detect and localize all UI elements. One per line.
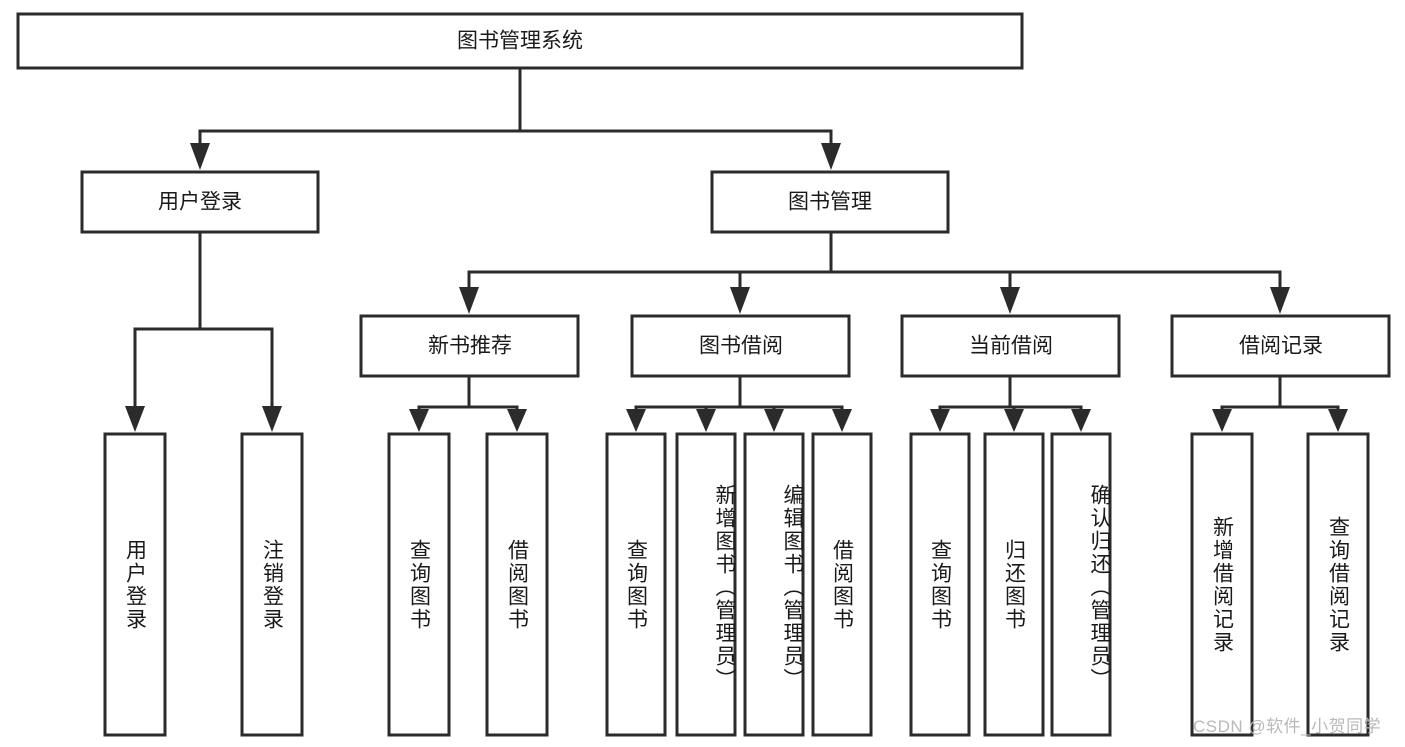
node-borrow-record[interactable]: 借阅记录	[1170, 314, 1391, 378]
arrow-head-leaf-borrow-book-1	[507, 409, 527, 432]
node-current-borrow-label: 当前借阅	[969, 335, 1053, 358]
node-current-borrow[interactable]: 当前借阅	[900, 314, 1121, 378]
node-book-manage-label: 图书管理	[788, 191, 872, 214]
node-leaf-user-login-box[interactable]	[103, 432, 167, 737]
arrow-head-leaf-query-book-1	[409, 409, 429, 432]
node-leaf-add-book-box[interactable]	[675, 432, 737, 737]
node-new-book-recommend[interactable]: 新书推荐	[359, 314, 580, 378]
node-leaf-borrow-book-2-box[interactable]	[811, 432, 873, 737]
arrow-head-leaf-user-login	[125, 406, 145, 432]
node-leaf-return-book-box[interactable]	[983, 432, 1045, 737]
node-borrow-record-box[interactable]	[1170, 314, 1391, 378]
node-current-borrow-box[interactable]	[900, 314, 1121, 378]
csdn-watermark: CSDN @软件_小贺同学	[1193, 717, 1382, 736]
arrow-head-book-manage	[821, 143, 841, 170]
node-leaf-query-book-2-box[interactable]	[605, 432, 667, 737]
node-book-borrow-label: 图书借阅	[699, 335, 783, 358]
node-leaf-query-book-3-box[interactable]	[909, 432, 971, 737]
node-user-login[interactable]: 用户登录	[80, 170, 320, 234]
node-root-box[interactable]	[16, 12, 1024, 70]
node-book-borrow[interactable]: 图书借阅	[630, 314, 851, 378]
node-leaf-query-record-box[interactable]	[1306, 432, 1370, 737]
node-book-borrow-box[interactable]	[630, 314, 851, 378]
node-root[interactable]: 图书管理系统	[16, 12, 1024, 70]
arrow-head-leaf-add-book	[696, 409, 716, 432]
arrow-head-leaf-query-book-2	[626, 409, 646, 432]
arrow-head-leaf-add-record	[1212, 409, 1232, 432]
node-user-login-box[interactable]	[80, 170, 320, 234]
arrow-head-new-book-recommend	[459, 287, 479, 314]
node-leaf-user-logout-box[interactable]	[240, 432, 304, 737]
node-leaf-add-record-box[interactable]	[1190, 432, 1254, 737]
node-user-login-label: 用户登录	[158, 191, 242, 214]
arrow-head-leaf-query-record	[1328, 409, 1348, 432]
node-book-manage[interactable]: 图书管理	[710, 170, 950, 234]
arrow-head-current-borrow	[1000, 287, 1020, 314]
node-borrow-record-label: 借阅记录	[1239, 335, 1323, 358]
node-new-book-recommend-label: 新书推荐	[428, 335, 512, 358]
arrow-head-leaf-edit-book	[764, 409, 784, 432]
node-leaf-query-book-1-box[interactable]	[387, 432, 451, 737]
arrow-head-book-borrow	[730, 287, 750, 314]
leaf-boxes-layer	[103, 432, 1370, 737]
node-leaf-edit-book-box[interactable]	[743, 432, 805, 737]
arrow-head-leaf-user-logout	[262, 406, 282, 432]
arrow-head-leaf-query-book-3	[930, 409, 950, 432]
arrow-head-borrow-record	[1270, 287, 1290, 314]
node-leaf-confirm-return-box[interactable]	[1050, 432, 1112, 737]
node-book-manage-box[interactable]	[710, 170, 950, 234]
node-leaf-borrow-book-1-box[interactable]	[485, 432, 549, 737]
node-root-label: 图书管理系统	[457, 30, 583, 53]
arrow-head-user-login	[190, 143, 210, 170]
node-new-book-recommend-box[interactable]	[359, 314, 580, 378]
arrow-head-leaf-return-book	[1004, 409, 1024, 432]
arrow-head-leaf-borrow-book-2	[832, 409, 852, 432]
connector-layer	[125, 66, 1348, 432]
arrow-head-leaf-confirm-return	[1071, 409, 1091, 432]
